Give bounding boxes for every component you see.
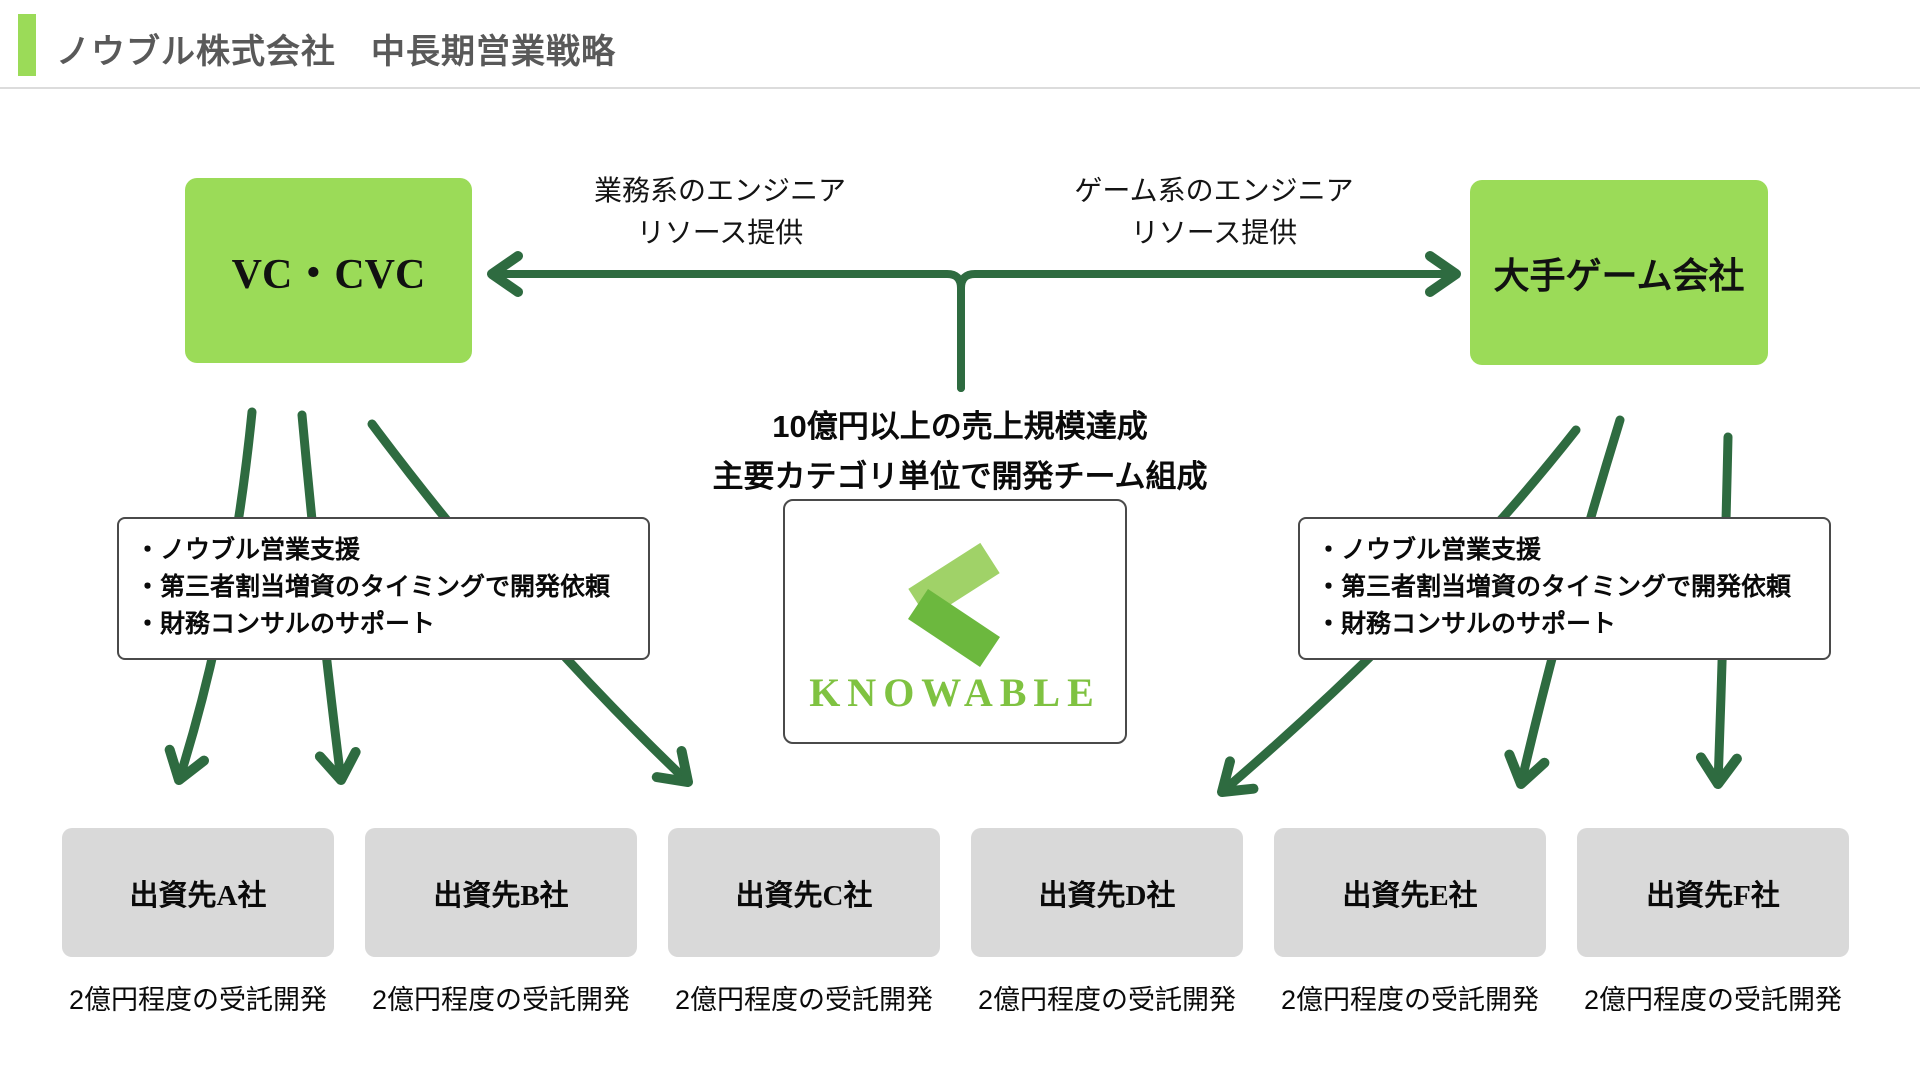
investee-box-d: 出資先D社 bbox=[971, 828, 1243, 957]
arrow-to-game-company bbox=[957, 251, 1461, 392]
investee-caption-e: 2億円程度の受託開発 bbox=[1280, 985, 1540, 1015]
left-arrow-label-line1: 業務系のエンジニア bbox=[593, 175, 846, 206]
game-company-box: 大手ゲーム会社 bbox=[1470, 180, 1768, 365]
investee-caption-d: 2億円程度の受託開発 bbox=[977, 985, 1237, 1015]
note-line: ・第三者割当増資のタイミングで開発依頼 bbox=[1316, 573, 1792, 601]
investee-caption-b: 2億円程度の受託開発 bbox=[371, 985, 631, 1015]
knowable-wordmark: KNOWABLE bbox=[809, 670, 1101, 715]
knowable-logo-card: KNOWABLE bbox=[783, 499, 1127, 744]
game-support-notes-box: ・ノウブル営業支援 ・第三者割当増資のタイミングで開発依頼 ・財務コンサルのサポ… bbox=[1298, 517, 1831, 660]
goal-line2: 主要カテゴリ単位で開発チーム組成 bbox=[712, 459, 1208, 494]
investee-caption-a: 2億円程度の受託開発 bbox=[68, 985, 328, 1015]
goal-line1: 10億円以上の売上規模達成 bbox=[772, 409, 1148, 444]
investee-box-f: 出資先F社 bbox=[1577, 828, 1849, 957]
header-divider bbox=[0, 87, 1920, 89]
note-line: ・第三者割当増資のタイミングで開発依頼 bbox=[135, 573, 611, 601]
investee-caption-f: 2億円程度の受託開発 bbox=[1583, 985, 1843, 1015]
right-arrow-label: ゲーム系のエンジニア リソース提供 bbox=[1004, 170, 1424, 254]
investee-box-e: 出資先E社 bbox=[1274, 828, 1546, 957]
goal-message: 10億円以上の売上規模達成 主要カテゴリ単位で開発チーム組成 bbox=[460, 402, 1460, 502]
investee-caption-c: 2億円程度の受託開発 bbox=[674, 985, 934, 1015]
left-arrow-label-line2: リソース提供 bbox=[636, 217, 804, 248]
page-title: ノウブル株式会社 中長期営業戦略 bbox=[56, 33, 616, 71]
note-line: ・ノウブル営業支援 bbox=[135, 536, 361, 564]
knowable-chevron-icon bbox=[908, 542, 1000, 667]
note-line: ・財務コンサルのサポート bbox=[1316, 610, 1617, 638]
investee-box-a: 出資先A社 bbox=[62, 828, 334, 957]
investee-box-c: 出資先C社 bbox=[668, 828, 940, 957]
investee-box-b: 出資先B社 bbox=[365, 828, 637, 957]
vc-support-notes-box: ・ノウブル営業支援 ・第三者割当増資のタイミングで開発依頼 ・財務コンサルのサポ… bbox=[117, 517, 650, 660]
note-line: ・財務コンサルのサポート bbox=[135, 610, 436, 638]
right-arrow-label-line1: ゲーム系のエンジニア bbox=[1074, 175, 1354, 206]
vc-cvc-box: VC・CVC bbox=[185, 178, 472, 363]
left-arrow-label: 業務系のエンジニア リソース提供 bbox=[510, 170, 930, 254]
right-arrow-label-line2: リソース提供 bbox=[1130, 217, 1298, 248]
title-accent-bar bbox=[18, 14, 36, 76]
arrow-to-vc bbox=[487, 251, 965, 392]
note-line: ・ノウブル営業支援 bbox=[1316, 536, 1542, 564]
